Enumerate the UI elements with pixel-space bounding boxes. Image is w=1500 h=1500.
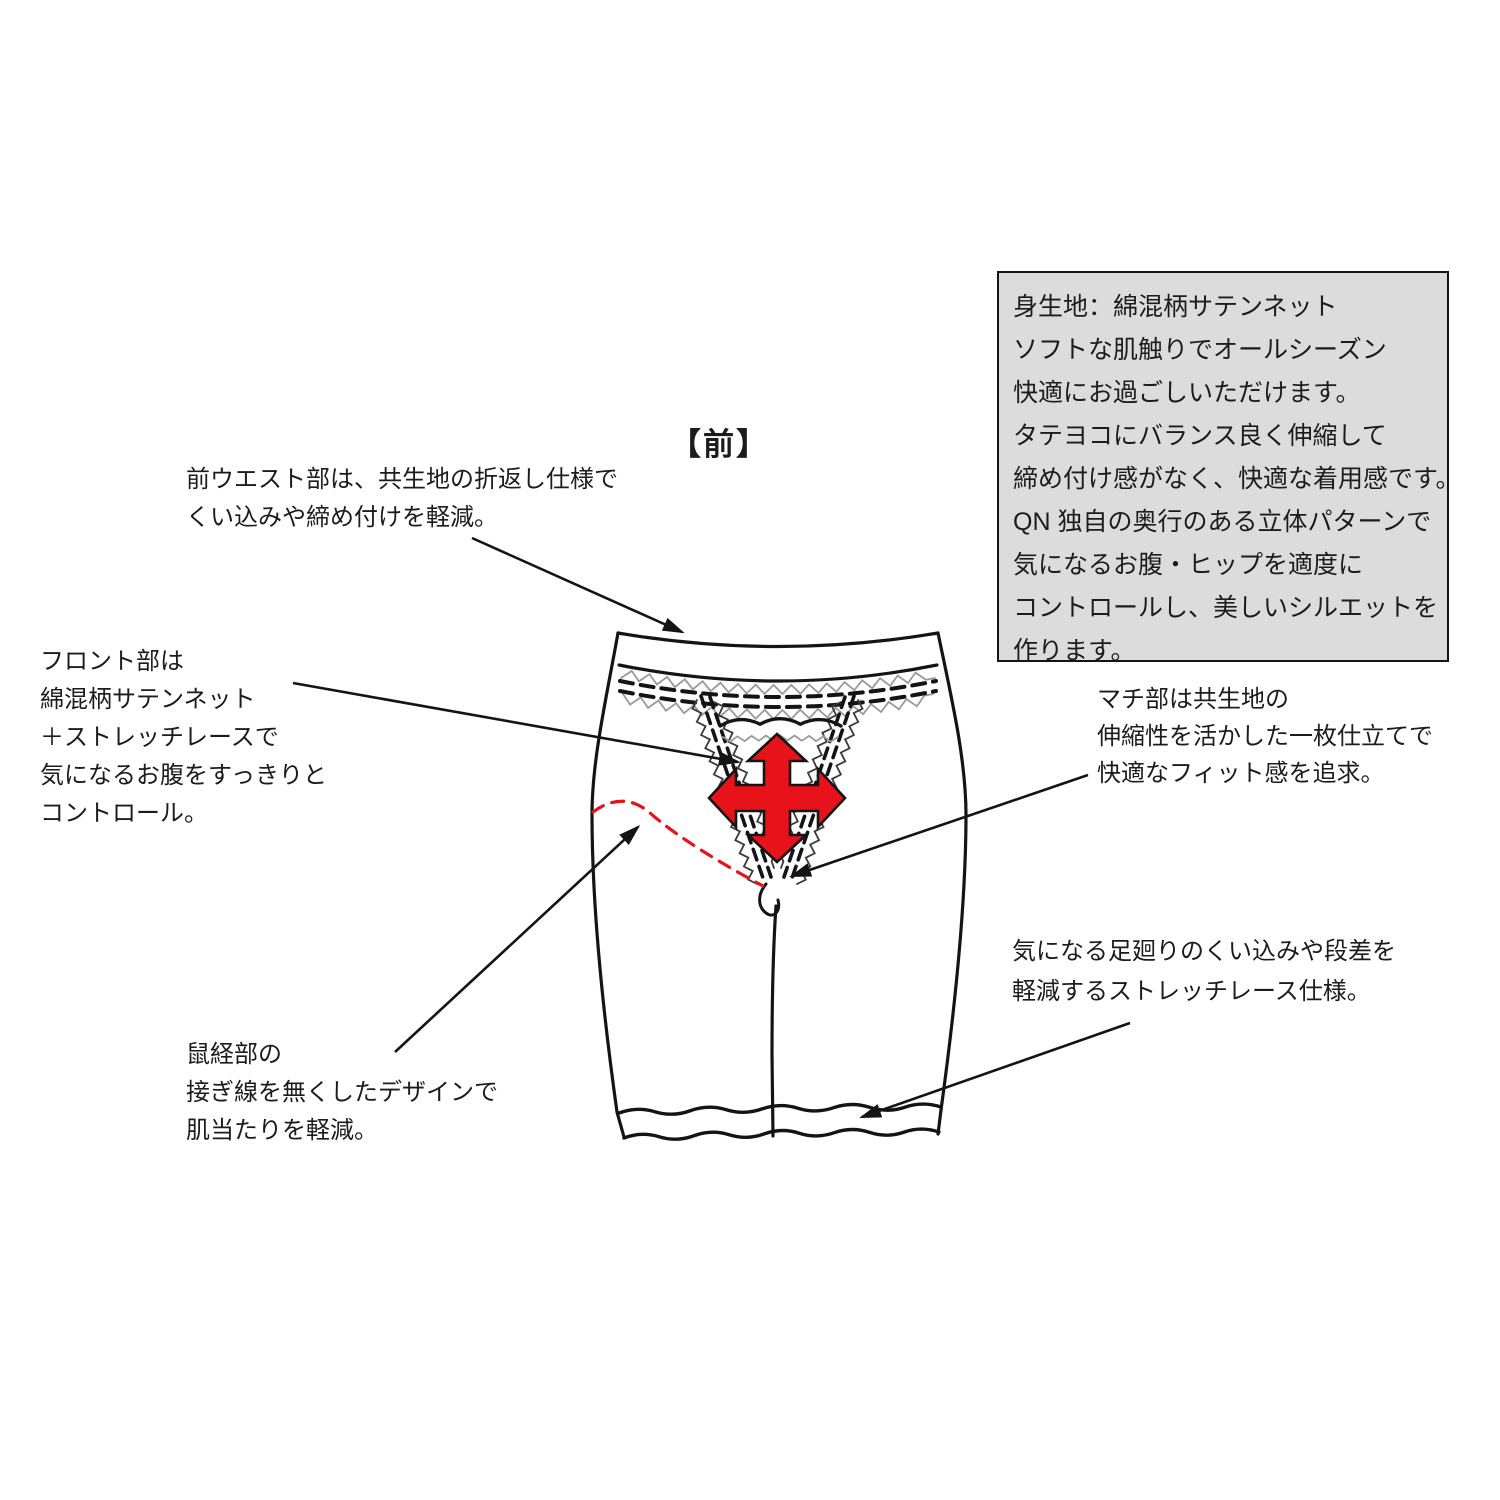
groin-no-seam-dashed-line — [591, 799, 765, 888]
text-line: くい込みや締め付けを軽減。 — [186, 504, 498, 531]
text-line: 綿混柄サテンネット — [40, 686, 256, 713]
waist-zigzag-upper — [620, 669, 936, 696]
annotation-front-panel: フロント部は綿混柄サテンネット ＋ストレッチレースで気になるお腹をすっきりとコント… — [40, 643, 327, 833]
waistband-bottom-edge — [617, 663, 939, 683]
text-line: 快適にお過ごしいただけます。 — [1013, 379, 1361, 407]
text-line: タテヨコにバランス良く伸縮して — [1013, 422, 1387, 450]
text-line: 軽減するストレッチレース仕様。 — [1012, 978, 1371, 1005]
crotch-detail — [758, 882, 781, 917]
text-line: 前ウエスト部は、共生地の折返し仕様で — [186, 466, 618, 493]
outline-left-edge — [590, 631, 626, 1139]
annotation-gusset: マチ部は共生地の伸縮性を活かした一枚仕立てで快適なフィット感を追求。 — [1097, 681, 1433, 792]
waist-stitch-dashed-1 — [618, 679, 938, 699]
text-line: 鼠経部の — [186, 1041, 282, 1068]
text-line: マチ部は共生地の — [1097, 686, 1289, 713]
waist-stitch-dashed-2 — [618, 689, 938, 709]
text-line: 気になるお腹をすっきりと — [40, 762, 328, 789]
arrow-groin — [394, 824, 641, 1053]
text-line: コントロール。 — [40, 800, 208, 827]
hem-lace-bottom-wave — [622, 1127, 941, 1141]
text-line: 気になるお腹・ヒップを適度に — [1013, 551, 1364, 579]
text-line: ソフトな肌触りでオールシーズン — [1013, 336, 1387, 364]
text-line: 気になる足廻りのくい込みや段差を — [1012, 938, 1396, 965]
text-line: 作ります。 — [1013, 637, 1136, 665]
center-seam — [770, 904, 778, 1138]
hem-stretch-lace — [617, 1102, 943, 1141]
hem-lace-top-wave — [617, 1102, 943, 1116]
text-line: 肌当たりを軽減。 — [186, 1117, 378, 1144]
text-line: 身生地：綿混柄サテンネット — [1013, 293, 1338, 321]
text-line: 接ぎ線を無くしたデザインで — [186, 1079, 498, 1106]
text-line: ＋ストレッチレースで — [40, 724, 279, 751]
fabric-info-box: 身生地：綿混柄サテンネットソフトな肌触りでオールシーズン快適にお過ごしいただけま… — [997, 271, 1461, 665]
arrow-gusset — [789, 773, 1089, 878]
annotation-front-waist: 前ウエスト部は、共生地の折返し仕様でくい込みや締め付けを軽減。 — [186, 461, 618, 537]
text-line: コントロールし、美しいシルエットを — [1013, 594, 1439, 622]
arrow-leg-hem — [859, 1021, 1131, 1119]
arrow-front-panel — [292, 681, 741, 766]
annotation-leg-hem: 気になる足廻りのくい込みや段差を軽減するストレッチレース仕様。 — [1012, 932, 1396, 1012]
view-title: 【前】 — [670, 427, 769, 462]
text-line: 締め付け感がなく、快適な着用感です。 — [1013, 465, 1461, 493]
panel-lace-scallop-edge — [718, 717, 843, 728]
waistband-top-edge — [616, 631, 940, 649]
garment-outline — [590, 631, 968, 1139]
text-line: 快適なフィット感を追求。 — [1097, 760, 1385, 787]
annotation-groin: 鼠経部の接ぎ線を無くしたデザインで肌当たりを軽減。 — [186, 1036, 498, 1150]
waist-lace-band — [618, 669, 938, 721]
annotation-arrows — [292, 536, 1131, 1119]
text-line: QN 独自の奥行のある立体パターンで — [1013, 508, 1432, 536]
waist-zigzag-lower — [622, 693, 934, 721]
arrow-front-waist — [471, 536, 685, 634]
four-way-stretch-arrow-icon — [707, 732, 847, 864]
outline-right-edge — [936, 631, 968, 1136]
text-line: 伸縮性を活かした一枚仕立てで — [1097, 723, 1433, 750]
text-line: フロント部は — [40, 648, 184, 675]
